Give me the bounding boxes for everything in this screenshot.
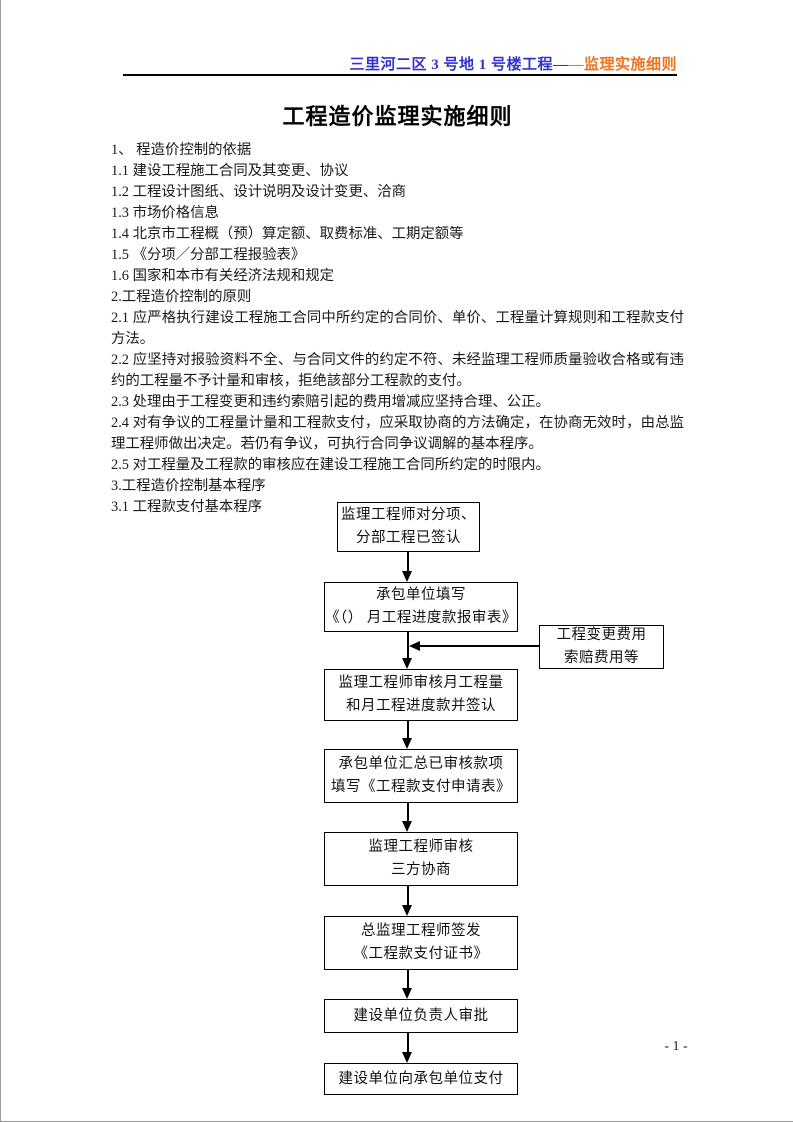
flow-box-text: 《工程款支付证书》: [353, 946, 489, 962]
flow-connector-line: [407, 632, 409, 659]
flow-box-text: 《（） 月工程进度款报审表》: [325, 610, 517, 626]
document-title: 工程造价监理实施细则: [282, 104, 513, 129]
header-project-name: 三里河二区 3 号地 1 号楼工程—: [349, 57, 569, 75]
arrow-down-icon: [402, 571, 412, 582]
body-line: 1.1 建设工程施工合同及其变更、协议: [111, 163, 349, 179]
flow-connector-line: [407, 552, 409, 572]
page-number: - 1 -: [664, 1039, 688, 1054]
header-rule: [123, 74, 677, 76]
flow-box-contractor-summarizes-payment-request: 承包单位汇总已审核款项 填写《工程款支付申请表》: [324, 749, 518, 803]
body-line: 1.5 《分项／分部工程报验表》: [111, 247, 306, 263]
flow-box-text: 分部工程已签认: [356, 530, 461, 546]
flow-connector-line: [407, 721, 409, 739]
flow-connector-line: [407, 1033, 409, 1053]
arrow-down-icon: [402, 905, 412, 916]
body-line: 2.工程造价控制的原则: [111, 289, 252, 305]
body-line: 2.3 处理由于工程变更和违约索赔引起的费用增减应坚持合理、公正。: [111, 394, 550, 410]
flow-box-supervisor-review-negotiation: 监理工程师审核 三方协商: [324, 832, 518, 886]
flow-connector-line: [407, 886, 409, 906]
body-line: 2.2 应坚持对报验资料不全、与合同文件的约定不符、未经监理工程师质量验收合格或…: [111, 352, 684, 368]
flow-box-owner-pays-contractor: 建设单位向承包单位支付: [324, 1063, 518, 1095]
arrow-left-icon: [409, 641, 420, 651]
body-line: 方法。: [111, 331, 155, 347]
body-text: 1、 程造价控制的依据 1.1 建设工程施工合同及其变更、协议 1.2 工程设计…: [111, 140, 684, 518]
flow-connector-line: [407, 803, 409, 822]
flow-box-chief-supervisor-issues-certificate: 总监理工程师签发 《工程款支付证书》: [324, 916, 518, 970]
flow-box-supervisor-signed-subitems: 监理工程师对分项、 分部工程已签认: [337, 502, 480, 552]
flow-box-text: 承包单位填写: [376, 587, 466, 603]
body-line: 3.工程造价控制基本程序: [111, 478, 266, 494]
flow-connector-line: [420, 645, 539, 647]
header-doc-name: —监理实施细则: [568, 57, 677, 75]
arrow-down-icon: [402, 738, 412, 749]
body-line: 1.2 工程设计图纸、设计说明及设计变更、洽商: [111, 184, 407, 200]
page-header: 三里河二区 3 号地 1 号楼工程——监理实施细则: [111, 53, 677, 75]
arrow-down-icon: [402, 988, 412, 999]
body-line: 2.4 对有争议的工程量计量和工程款支付，应采取协商的方法确定，在协商无效时，由…: [111, 415, 684, 431]
flow-box-text: 承包单位汇总已审核款项: [338, 756, 504, 772]
body-line: 2.1 应严格执行建设工程施工合同中所约定的合同价、单价、工程量计算规则和工程款…: [111, 310, 684, 326]
arrow-down-icon: [402, 658, 412, 669]
body-line: 2.5 对工程量及工程款的审核应在建设工程施工合同所约定的时限内。: [111, 457, 550, 473]
body-line: 理工程师做出决定。若仍有争议，可执行合同争议调解的基本程序。: [111, 436, 543, 452]
flow-box-text: 监理工程师对分项、: [341, 507, 476, 523]
flow-box-text: 建设单位向承包单位支付: [338, 1070, 504, 1087]
body-line: 约的工程量不予计量和审核，拒绝該部分工程款的支付。: [111, 373, 471, 389]
flow-box-contractor-fills-progress-form: 承包单位填写 《（） 月工程进度款报审表》: [324, 582, 518, 632]
flow-connector-line: [407, 970, 409, 989]
flow-box-text: 索赔费用等: [564, 650, 639, 666]
flow-box-text: 总监理工程师签发: [361, 923, 481, 939]
flow-box-text: 工程变更费用: [556, 627, 647, 643]
body-line: 1、 程造价控制的依据: [111, 142, 252, 158]
arrow-down-icon: [402, 821, 412, 832]
flow-box-change-claim-costs: 工程变更费用 索赔费用等: [539, 625, 664, 669]
body-line: 1.3 市场价格信息: [111, 205, 219, 221]
flow-box-text: 和月工程进度款并签认: [346, 698, 496, 714]
flow-box-text: 建设单位负责人审批: [353, 1007, 489, 1024]
flow-box-supervisor-reviews-monthly: 监理工程师审核月工程量 和月工程进度款并签认: [324, 669, 518, 721]
arrow-down-icon: [402, 1052, 412, 1063]
body-line: 1.4 北京市工程概（预）算定额、取费标准、工期定额等: [111, 226, 464, 242]
flow-box-text: 监理工程师审核: [368, 839, 474, 855]
flow-box-text: 填写《工程款支付申请表》: [331, 779, 511, 795]
flow-box-text: 三方协商: [391, 862, 451, 878]
flow-box-text: 监理工程师审核月工程量: [338, 675, 504, 691]
flow-box-owner-manager-approves: 建设单位负责人审批: [324, 999, 518, 1033]
body-line: 1.6 国家和本市有关经济法规和规定: [111, 268, 335, 284]
body-line: 3.1 工程款支付基本程序: [111, 499, 263, 515]
